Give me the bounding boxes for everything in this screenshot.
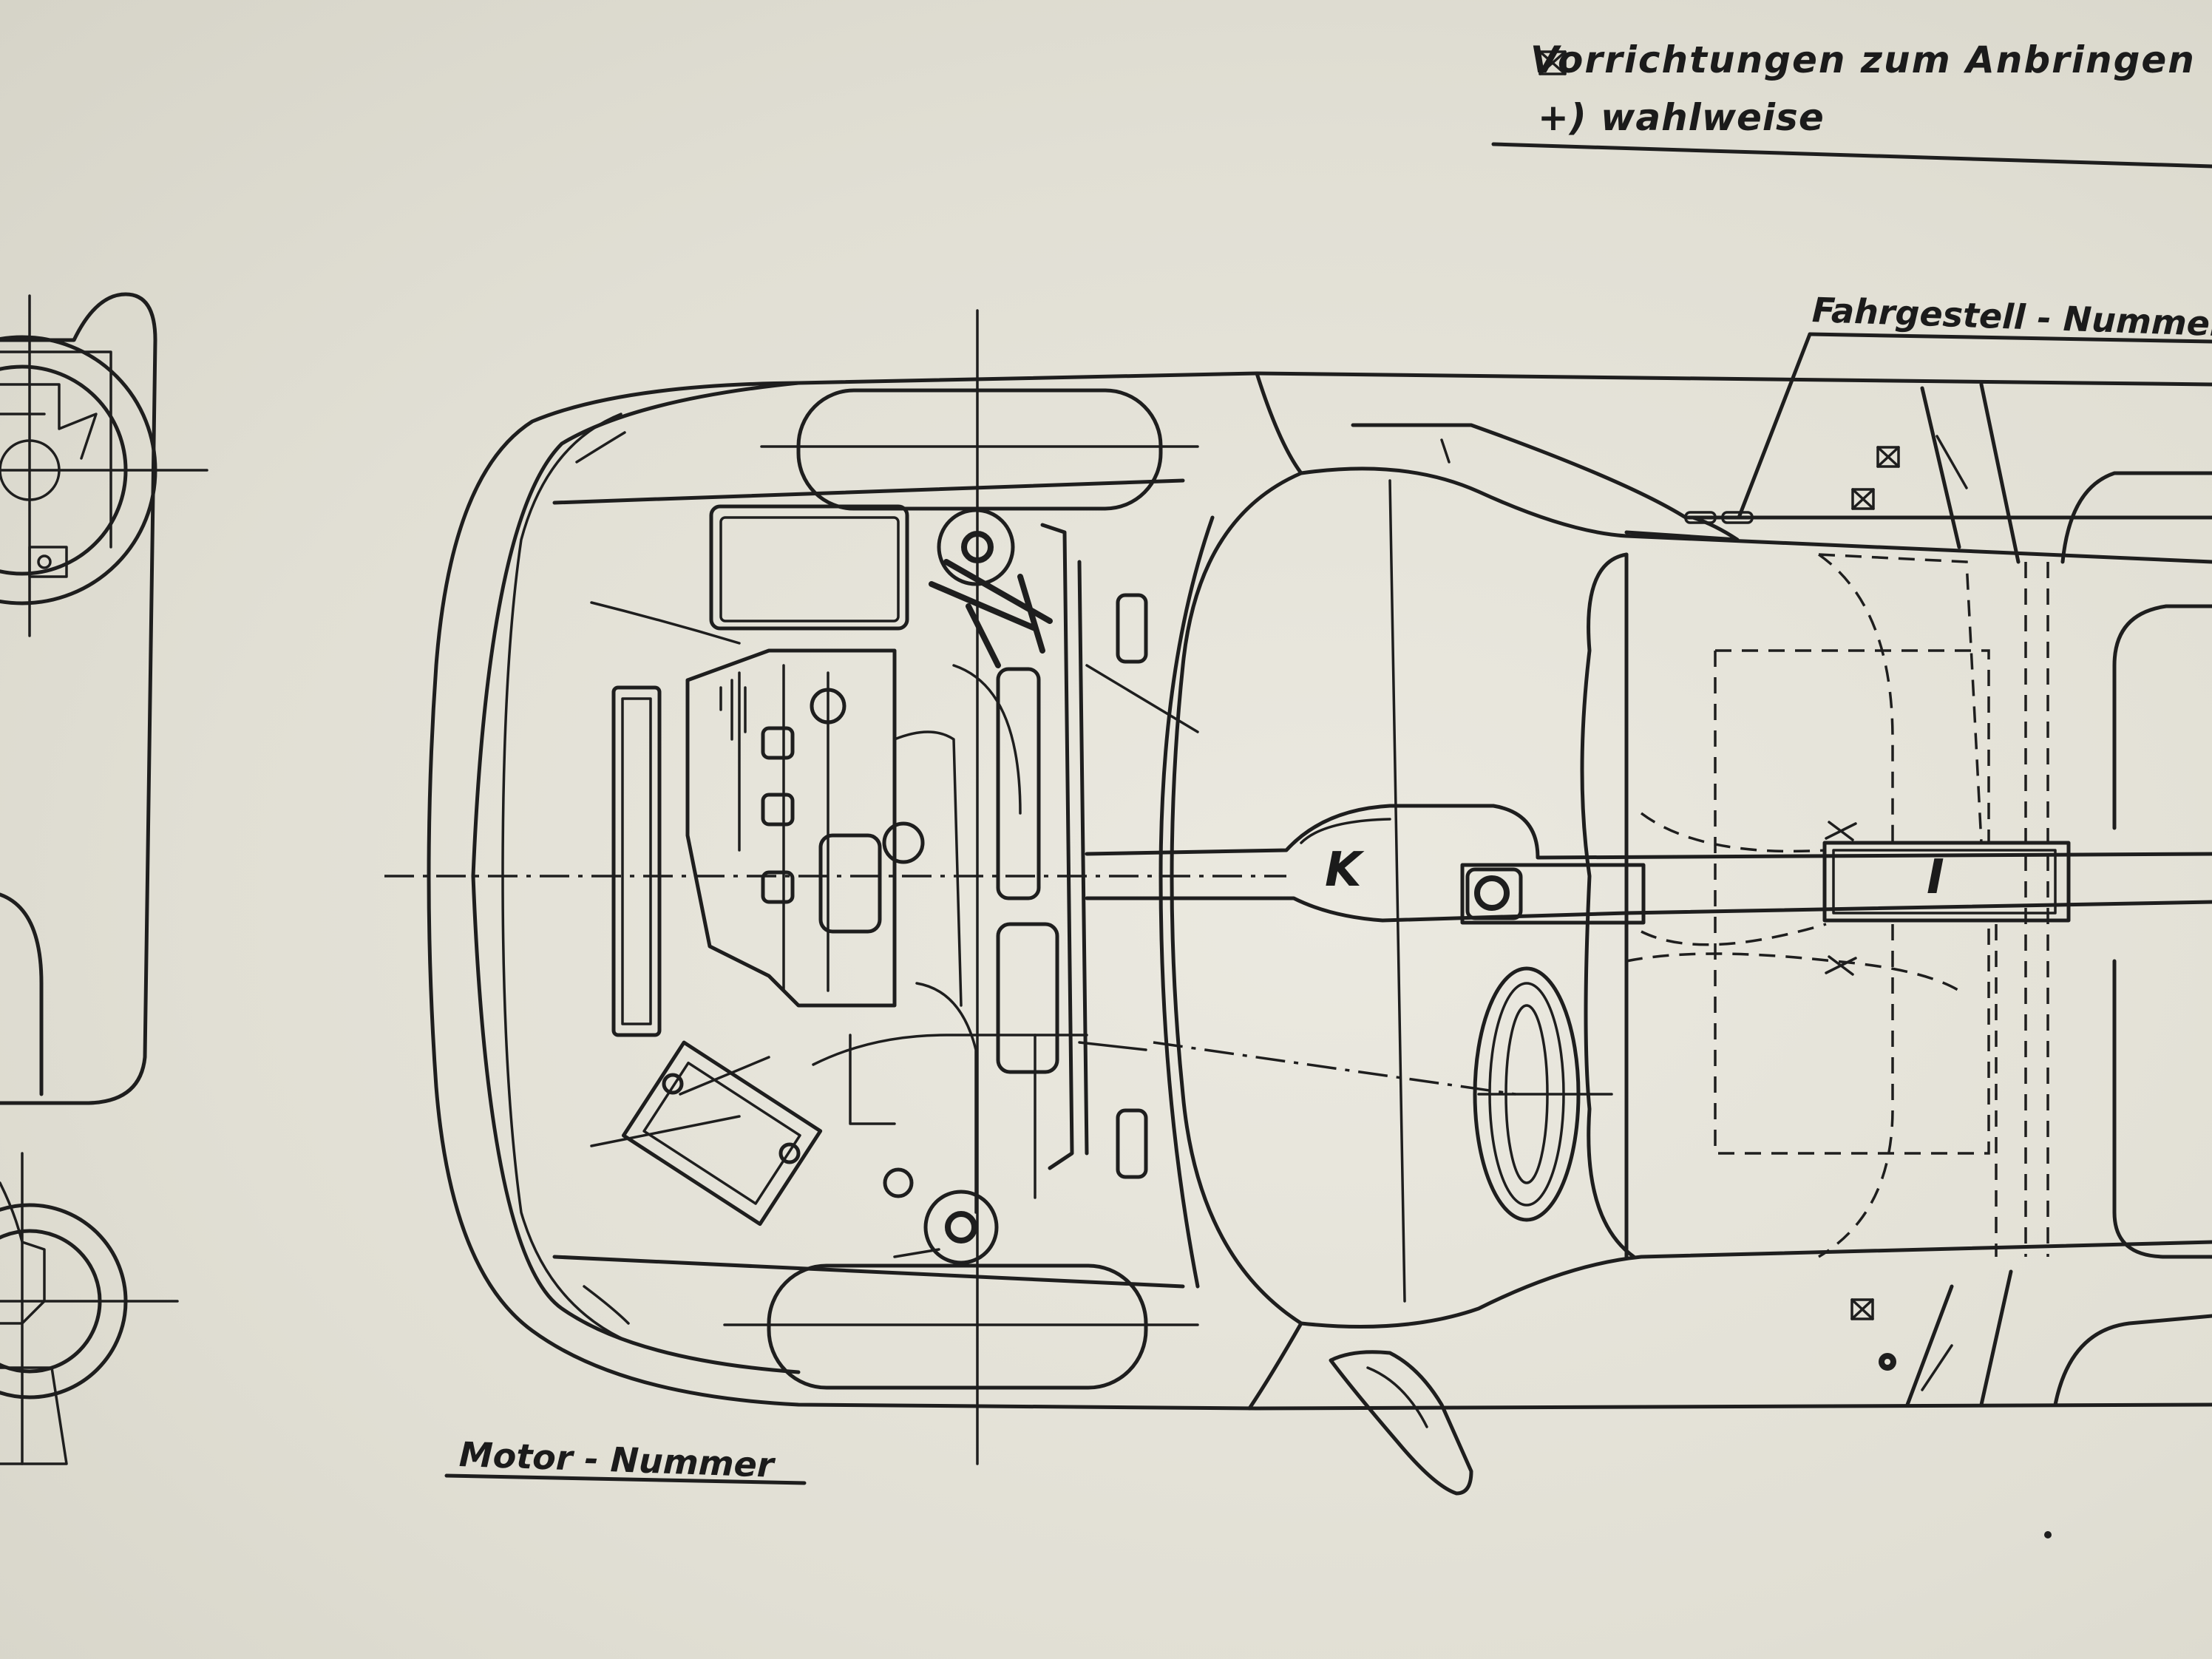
silencer — [1822, 841, 2071, 923]
battery — [621, 1040, 823, 1227]
cross-box-icon — [1538, 50, 1567, 75]
legend-underline — [1491, 142, 2212, 169]
cross-box-icon — [1851, 488, 1875, 510]
front-tyre-bottom — [767, 1263, 1148, 1390]
side-view-partial — [0, 292, 208, 1465]
cross-box-icon — [1825, 821, 1857, 841]
radiator — [611, 685, 662, 1037]
mark-i-label: I — [1927, 850, 1944, 905]
main-underbody-view — [384, 309, 2212, 1538]
door-mirror — [1329, 1350, 1473, 1496]
air-filter-box — [709, 504, 909, 631]
body-outline — [427, 371, 2212, 1411]
cross-box-icon — [1876, 446, 1900, 468]
chassis-number-underline — [1808, 332, 2212, 344]
exhaust-line — [1153, 1041, 1516, 1096]
engine-block — [685, 648, 897, 1008]
chassis-number-leader — [1737, 332, 1812, 520]
mark-k-label: K — [1325, 843, 1362, 898]
legend-marked-devices: Vorrichtungen zum Anbringen — [1530, 38, 2196, 81]
bulkhead — [1170, 371, 1303, 1411]
engine-number-underline — [444, 1473, 807, 1485]
legend-optional: +) wahlweise — [1538, 96, 1825, 139]
cross-box-icon — [1825, 955, 1857, 976]
cross-box-icon — [1850, 1298, 1874, 1320]
